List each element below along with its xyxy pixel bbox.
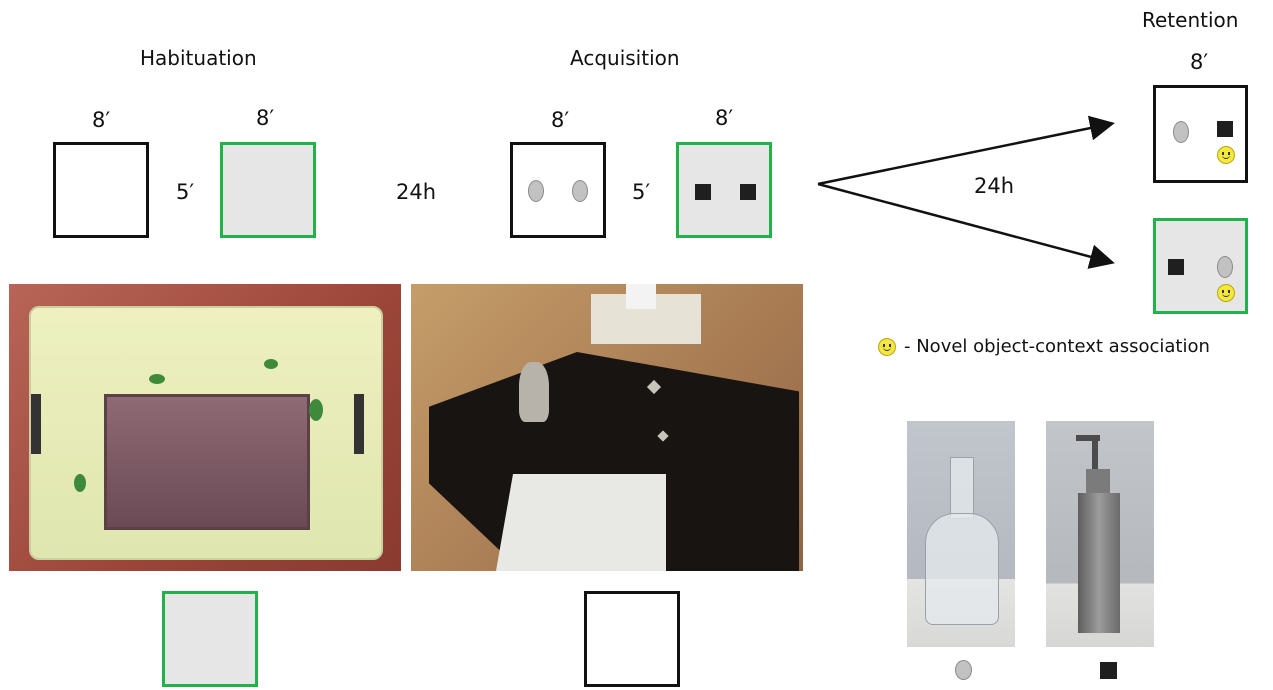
oval-object-icon bbox=[1217, 256, 1233, 278]
habituation-context-b-box bbox=[53, 142, 149, 238]
habituation-box2-time: 8′ bbox=[256, 106, 275, 130]
square-object-icon bbox=[1168, 259, 1184, 275]
retention-title: Retention bbox=[1142, 8, 1239, 32]
delay-label-1: 24h bbox=[396, 180, 437, 204]
object-bottle-photo bbox=[907, 421, 1015, 647]
habituation-box1-time: 8′ bbox=[92, 108, 111, 132]
habituation-gap-time: 5′ bbox=[176, 180, 195, 204]
context-a-photo bbox=[9, 284, 401, 571]
retention-context-b-box bbox=[1153, 85, 1248, 183]
square-object-icon bbox=[1217, 121, 1233, 137]
habituation-context-a-box bbox=[220, 142, 316, 238]
delay-label-2: 24h bbox=[974, 174, 1015, 198]
context-b-marker-box bbox=[584, 591, 680, 687]
square-object-icon bbox=[740, 184, 756, 200]
context-a-marker-box bbox=[162, 591, 258, 687]
acquisition-box2-time: 8′ bbox=[715, 106, 734, 130]
retention-time: 8′ bbox=[1190, 50, 1209, 74]
smiley-icon bbox=[878, 338, 896, 356]
oval-object-icon bbox=[1173, 121, 1189, 143]
retention-context-a-box bbox=[1153, 218, 1248, 314]
acquisition-context-b-box bbox=[510, 142, 606, 238]
square-object-icon bbox=[1100, 662, 1117, 679]
oval-object-icon bbox=[572, 180, 588, 202]
square-object-icon bbox=[695, 184, 711, 200]
habituation-title: Habituation bbox=[140, 46, 257, 70]
legend-text: - Novel object-context association bbox=[904, 336, 1210, 357]
acquisition-title: Acquisition bbox=[570, 46, 680, 70]
acquisition-gap-time: 5′ bbox=[632, 180, 651, 204]
smiley-icon bbox=[1217, 284, 1235, 302]
oval-object-icon bbox=[528, 180, 544, 202]
oval-object-icon bbox=[955, 660, 972, 680]
context-b-photo bbox=[411, 284, 803, 571]
smiley-icon bbox=[1217, 146, 1235, 164]
acquisition-context-a-box bbox=[676, 142, 772, 238]
object-dispenser-photo bbox=[1046, 421, 1154, 647]
acquisition-box1-time: 8′ bbox=[551, 108, 570, 132]
